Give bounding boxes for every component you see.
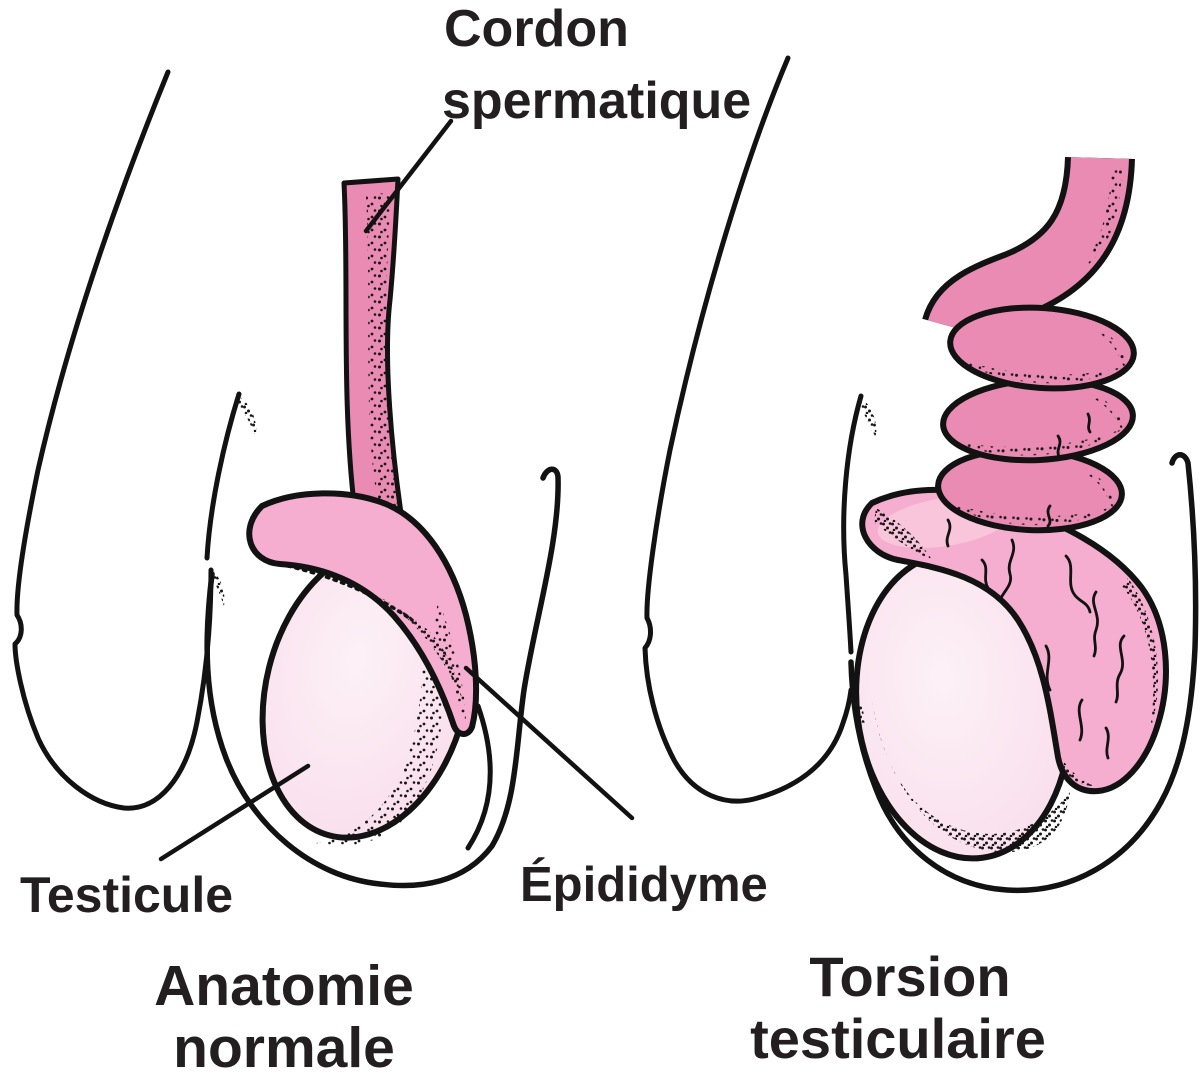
epididymis-normal bbox=[246, 490, 480, 737]
epididymis-leader-line bbox=[463, 665, 635, 821]
loop-veins bbox=[1046, 412, 1092, 528]
body-outline-torsion bbox=[642, 55, 854, 804]
pouch-tip-stipple bbox=[209, 572, 225, 606]
cord-leader-line bbox=[363, 118, 454, 234]
panel-normal-anatomy bbox=[12, 69, 635, 889]
cord-tube-stipple bbox=[1084, 168, 1122, 268]
caption-torsion-line2: testiculaire bbox=[750, 1007, 1046, 1070]
testicle-leader-line bbox=[158, 763, 311, 862]
cord-label-line2: spermatique bbox=[442, 72, 751, 130]
epididymis-torsion-edge-stipple bbox=[874, 508, 1159, 786]
cord-label-line1: Cordon bbox=[444, 0, 629, 58]
congested-veins bbox=[945, 518, 1126, 760]
epididymis-label: Épididyme bbox=[520, 858, 768, 912]
body-outline bbox=[12, 69, 214, 811]
epididymis-fringe bbox=[286, 564, 414, 622]
caption-normal-line2: normale bbox=[173, 1016, 395, 1080]
testicle-shading bbox=[316, 572, 445, 847]
text-layer: Cordon spermatique Testicule Épididyme A… bbox=[20, 0, 1046, 1080]
raphe-fold bbox=[204, 391, 242, 561]
testicle-label: Testicule bbox=[20, 867, 233, 923]
raphe-fold-torsion bbox=[841, 393, 864, 655]
raphe-stipple bbox=[234, 396, 257, 436]
sac-inner-arc bbox=[465, 703, 493, 851]
pouch-tip-stipple-torsion bbox=[849, 694, 865, 728]
cord-tube bbox=[928, 156, 1129, 339]
leader-lines-left bbox=[158, 118, 635, 862]
cord-stipple bbox=[366, 192, 398, 510]
caption-normal-line1: Anatomie bbox=[154, 954, 414, 1018]
scrotum-sac-outline bbox=[204, 466, 561, 889]
cord-twist-loop-1 bbox=[947, 304, 1137, 392]
artwork: Cordon spermatique Testicule Épididyme A… bbox=[12, 0, 1199, 1080]
epididymis-fringe-stipple bbox=[284, 562, 462, 698]
epididymis-edge-stipple bbox=[434, 600, 466, 726]
raphe-stipple-torsion bbox=[856, 398, 877, 438]
caption-torsion-line1: Torsion bbox=[809, 945, 1010, 1008]
panel-testicular-torsion bbox=[642, 55, 1199, 894]
